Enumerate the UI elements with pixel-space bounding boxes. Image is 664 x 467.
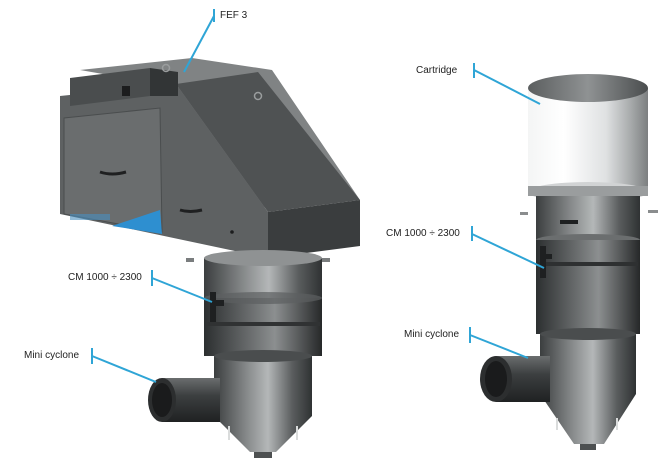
leader-fef [183,15,215,73]
right-unit [480,74,658,450]
leader-lines [91,9,545,383]
mini-cyclone-right-label: Mini cyclone [404,329,460,340]
cm-left-label: CM 1000 ÷ 2300 [68,272,142,283]
fef-filter-housing [60,58,360,258]
cartridge-filter [528,74,648,202]
leader-cyclone-right [469,334,529,359]
cm-module-left [186,250,330,356]
leader-cyclone-left [91,355,157,383]
cm-right-label: CM 1000 ÷ 2300 [386,228,460,239]
cm-module-right [520,196,658,334]
leader-cartridge [473,69,541,105]
leader-cm-left [151,277,213,303]
fef-label: FEF 3 [220,10,248,21]
mini-cyclone-right [480,328,636,450]
left-unit [60,58,360,458]
leader-cm-right [471,233,545,269]
mini-cyclone-left [148,350,312,458]
cartridge-label: Cartridge [416,65,458,76]
mini-cyclone-left-label: Mini cyclone [24,350,80,361]
